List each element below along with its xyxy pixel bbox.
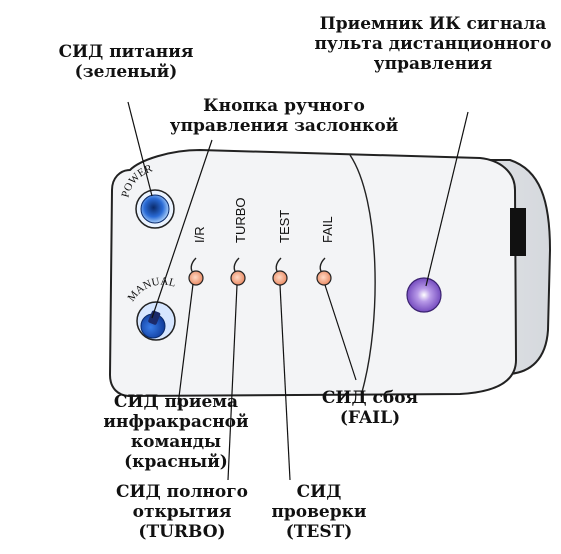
led-label-ir: I/R	[192, 226, 207, 243]
led-label-test: TEST	[277, 210, 292, 243]
led-label-group: I/R TURBO TEST FAIL	[192, 198, 335, 244]
callout-power-led: СИД питания (зеленый)	[58, 42, 194, 82]
side-port	[510, 208, 526, 256]
manual-button-cap	[148, 310, 161, 325]
housing-front	[108, 148, 518, 398]
led-test	[272, 270, 288, 286]
ir-receiver	[406, 277, 442, 313]
housing-bevel	[349, 154, 376, 393]
leader-test-led	[279, 284, 291, 481]
power-led	[140, 194, 170, 224]
led-label-turbo: TURBO	[233, 198, 248, 244]
device-housing	[108, 148, 552, 398]
leader-manual-button	[151, 139, 213, 319]
led-label-fail: FAIL	[320, 216, 335, 243]
leader-power-led	[127, 101, 153, 197]
callout-ir-receiver: Приемник ИК сигнала пульта дистанционног…	[314, 14, 552, 74]
led-turbo	[230, 270, 246, 286]
leader-turbo-led	[227, 284, 238, 481]
callout-fail-led: СИД сбоя (FAIL)	[321, 388, 419, 428]
callout-turbo-led: СИД полного открытия (TURBO)	[116, 482, 248, 542]
callout-manual-button: Кнопка ручного управления заслонкой	[169, 96, 399, 136]
leader-lines	[127, 101, 469, 481]
led-row	[188, 257, 332, 286]
led-ir	[188, 270, 204, 286]
leader-fail-led	[324, 284, 357, 381]
callout-test-led: СИД проверки (TEST)	[271, 482, 367, 542]
callout-ir-led: СИД приема инфракрасной команды (красный…	[103, 392, 249, 472]
leader-ir-led	[177, 283, 194, 406]
leader-ir-receiver	[425, 111, 469, 287]
led-fail	[316, 270, 332, 286]
